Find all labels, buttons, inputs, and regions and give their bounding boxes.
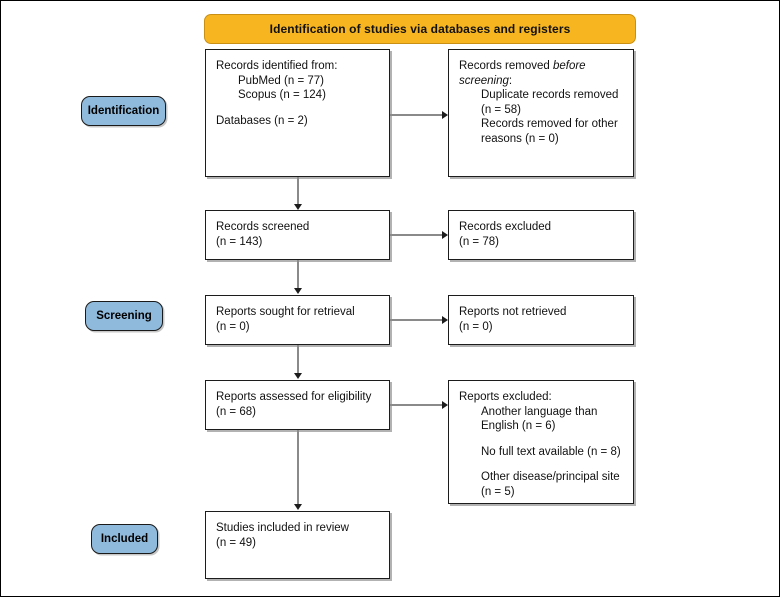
arrow-head: [293, 288, 302, 294]
box-reports-excluded: Reports excluded: Another language than …: [448, 380, 634, 504]
reports-excluded-other-disease: Other disease/principal site: [481, 471, 620, 483]
stage-label-included-text: Included: [100, 533, 149, 545]
spacer: [216, 103, 379, 114]
arrow-head: [442, 230, 448, 239]
studies-included-label: Studies included in review: [216, 522, 349, 534]
stage-label-screening-text: Screening: [96, 310, 152, 322]
records-identified-scopus: Scopus (n = 124): [238, 89, 326, 101]
box-reports-sought: Reports sought for retrieval (n = 0): [205, 295, 390, 345]
records-removed-before-italic: before: [552, 60, 586, 72]
arrow-shaft: [390, 234, 442, 236]
box-reports-not-retrieved: Reports not retrieved (n = 0): [448, 295, 634, 345]
records-excluded-count: (n = 78): [459, 235, 499, 248]
arrow-head: [442, 400, 448, 409]
records-removed-line-1a: Records removed: [459, 60, 553, 72]
records-removed-duplicates-count: (n = 58): [481, 103, 521, 116]
spacer: [459, 459, 623, 470]
studies-included-count: (n = 49): [216, 536, 256, 549]
box-records-excluded: Records excluded (n = 78): [448, 210, 634, 260]
records-screened-count: (n = 143): [216, 235, 263, 248]
records-screened-label: Records screened: [216, 221, 310, 233]
arrow-shaft: [297, 260, 299, 288]
records-removed-colon: :: [508, 74, 513, 87]
arrow-shaft: [390, 404, 442, 406]
reports-excluded-language-1: Another language than: [481, 405, 598, 418]
arrow-shaft: [390, 114, 442, 116]
records-removed-duplicates: Duplicate records removed: [481, 89, 619, 101]
box-records-removed: Records removed before screening: Duplic…: [448, 49, 634, 177]
records-removed-line-2: screening:: [459, 74, 623, 89]
reports-excluded-language-2: English (n = 6): [481, 420, 556, 432]
box-records-screened: Records screened (n = 143): [205, 210, 390, 260]
reports-assessed-count: (n = 68): [216, 405, 256, 418]
stage-label-identification-text: Identification: [87, 105, 160, 117]
records-excluded-label: Records excluded: [459, 221, 552, 233]
arrow-head: [293, 504, 302, 510]
reports-not-retrieved-count: (n = 0): [459, 320, 493, 333]
stage-label-identification: Identification: [81, 96, 166, 126]
arrow-shaft: [297, 430, 299, 504]
records-removed-other: Records removed for other: [481, 118, 618, 130]
reports-excluded-no-fulltext: No full text available (n = 8): [481, 445, 621, 458]
arrow-head: [293, 204, 302, 210]
arrow-head: [293, 373, 302, 379]
records-identified-databases: Databases (n = 2): [216, 114, 308, 127]
box-reports-assessed: Reports assessed for eligibility (n = 68…: [205, 380, 390, 430]
records-removed-line-1: Records removed before: [459, 59, 623, 74]
box-records-identified: Records identified from: PubMed (n = 77)…: [205, 49, 390, 177]
arrow-head: [442, 315, 448, 324]
reports-assessed-label: Reports assessed for eligibility: [216, 391, 372, 403]
reports-excluded-label: Reports excluded:: [459, 391, 552, 403]
arrow-shaft: [297, 345, 299, 373]
stage-label-screening: Screening: [85, 301, 163, 331]
diagram-title-text: Identification of studies via databases …: [269, 22, 571, 36]
records-identified-pubmed: PubMed (n = 77): [238, 74, 324, 87]
spacer: [459, 434, 623, 445]
reports-not-retrieved-label: Reports not retrieved: [459, 306, 567, 318]
reports-sought-count: (n = 0): [216, 320, 250, 333]
records-identified-line-1: Records identified from:: [216, 60, 338, 72]
arrow-shaft: [297, 177, 299, 204]
arrow-shaft: [390, 319, 442, 321]
diagram-title-banner: Identification of studies via databases …: [204, 14, 636, 44]
records-removed-other-count: reasons (n = 0): [481, 132, 559, 145]
reports-excluded-other-disease-count: (n = 5): [481, 485, 515, 498]
records-removed-screening-italic: screening: [459, 74, 509, 87]
reports-sought-label: Reports sought for retrieval: [216, 306, 355, 318]
arrow-head: [442, 110, 448, 119]
stage-label-included: Included: [91, 524, 158, 554]
box-studies-included: Studies included in review (n = 49): [205, 511, 390, 579]
